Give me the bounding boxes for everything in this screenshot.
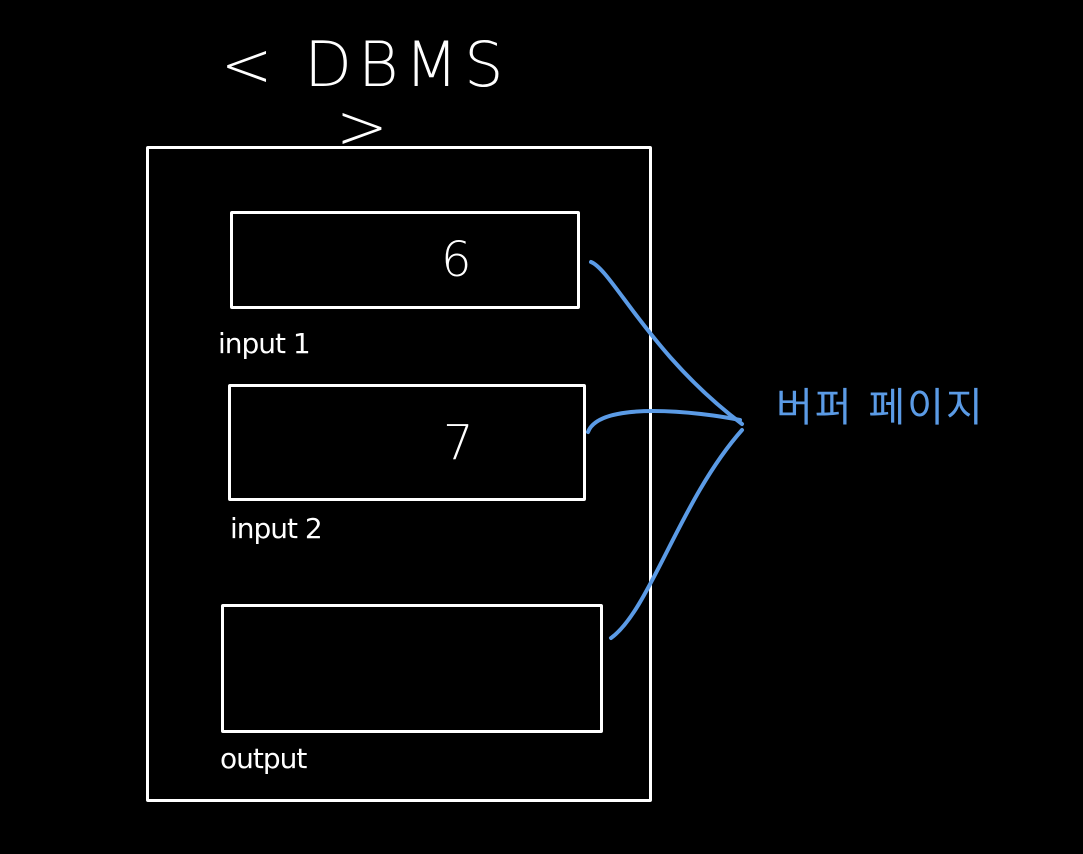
input-1-value: 6 <box>441 232 472 288</box>
link-input-1 <box>589 260 744 426</box>
link-output <box>609 428 744 640</box>
input-2-label: input 2 <box>230 512 323 545</box>
buffer-page-label: 버퍼 페이지 <box>776 385 985 431</box>
input-1-label: input 1 <box>218 327 311 360</box>
dbms-frame <box>146 146 652 802</box>
link-input-2 <box>586 409 742 434</box>
input-2-value: 7 <box>443 414 474 471</box>
dbms-title: < DBMS > <box>220 28 510 163</box>
input-1-box: 6 <box>230 211 580 309</box>
output-label: output <box>220 742 307 775</box>
input-2-box: 7 <box>228 384 586 501</box>
output-box <box>221 604 603 733</box>
